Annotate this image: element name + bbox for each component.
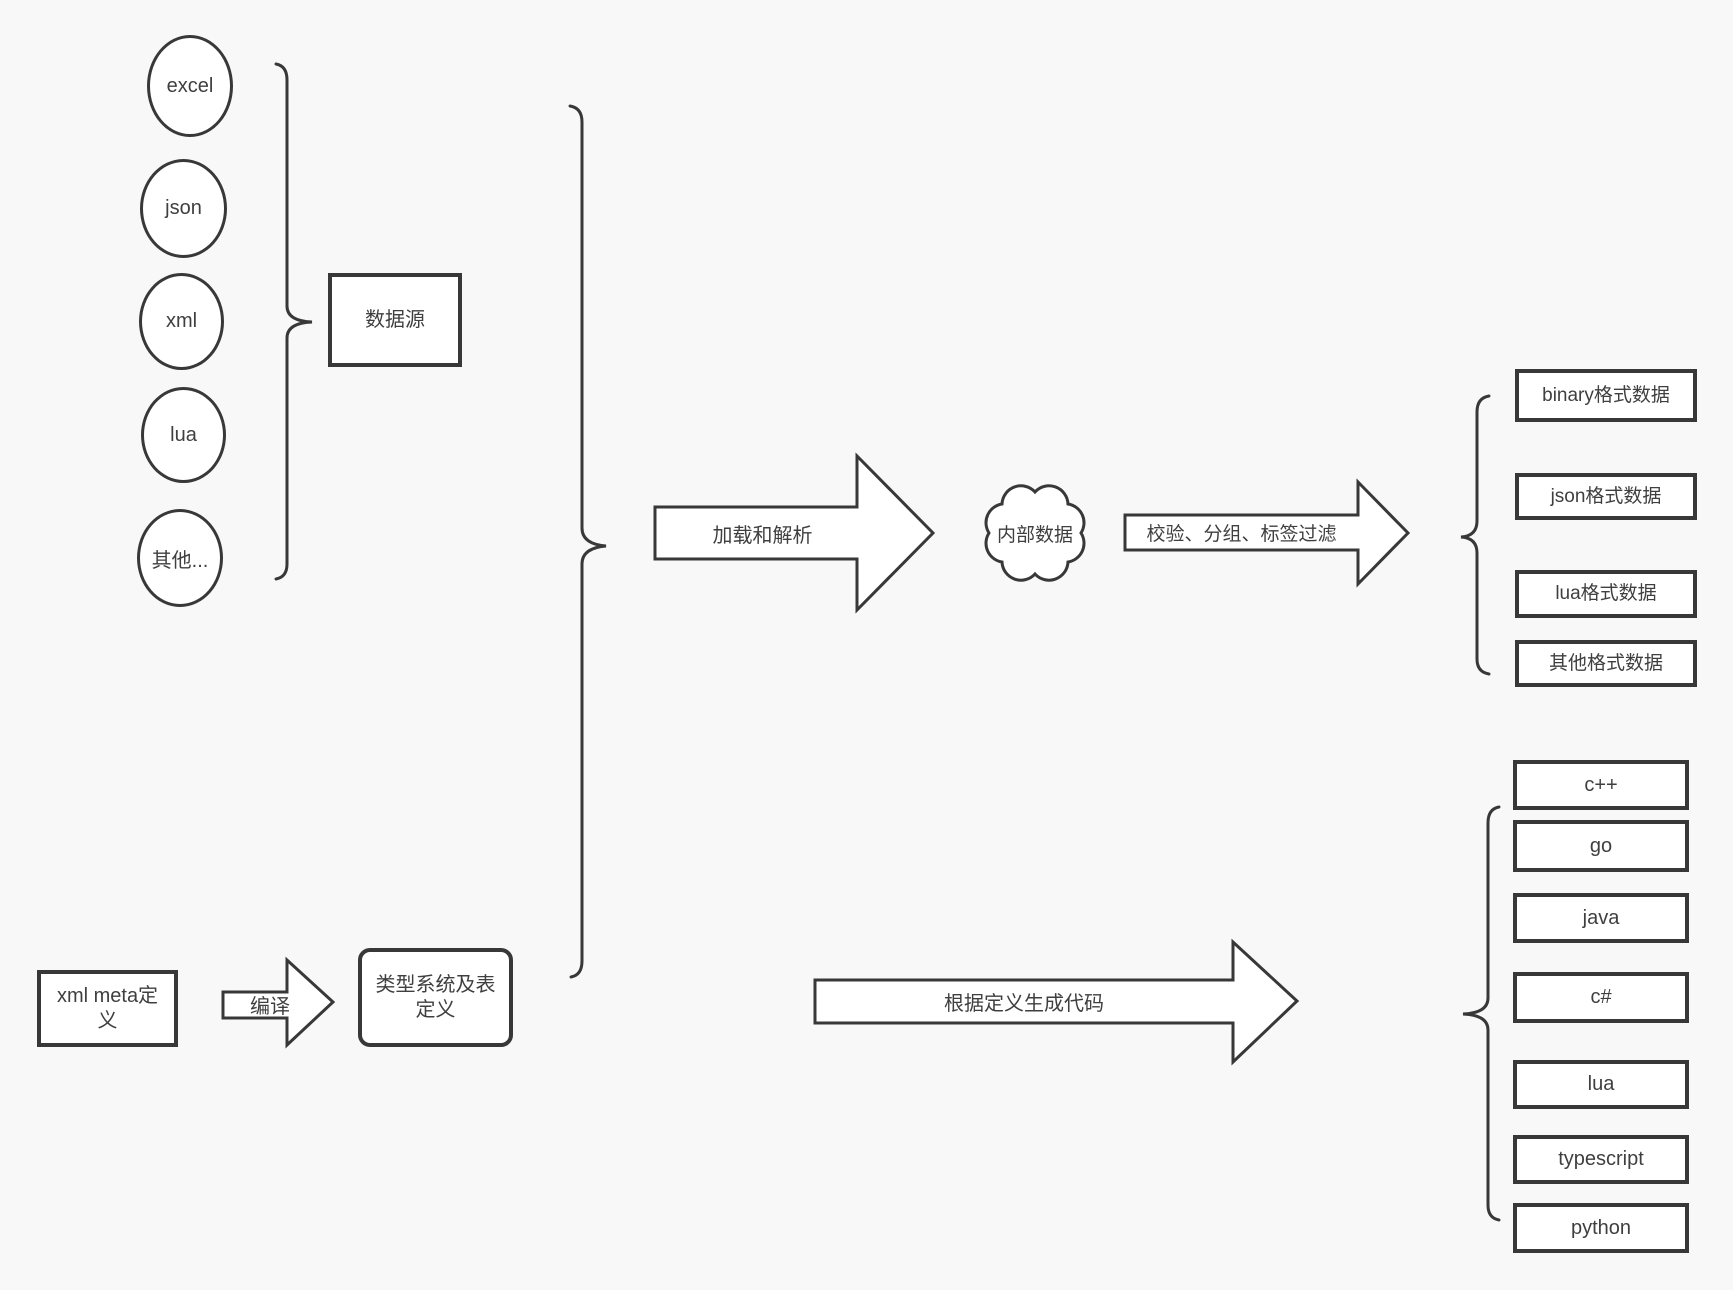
source-ellipse-json: json [140, 159, 227, 258]
source-ellipse-excel: excel [147, 35, 233, 137]
sources-brace [274, 62, 313, 581]
languages-brace [1462, 805, 1501, 1222]
codegen-arrow [813, 938, 1300, 1066]
filter-arrow [1123, 478, 1411, 588]
source-ellipse-xml: xml [139, 273, 224, 370]
lang-box-lua: lua [1513, 1060, 1689, 1109]
load-parse-arrow [653, 452, 936, 614]
xml-meta-box: xml meta定义 [37, 970, 178, 1047]
source-ellipse-other: 其他... [137, 509, 223, 607]
main-brace [568, 104, 607, 979]
compile-arrow [221, 956, 336, 1049]
lang-box-csharp: c# [1513, 972, 1689, 1023]
format-box-lua: lua格式数据 [1515, 570, 1697, 618]
lang-box-cpp: c++ [1513, 760, 1689, 810]
format-box-json: json格式数据 [1515, 473, 1697, 520]
format-box-binary: binary格式数据 [1515, 369, 1697, 422]
format-box-other: 其他格式数据 [1515, 640, 1697, 687]
lang-box-typescript: typescript [1513, 1135, 1689, 1184]
internal-data-cloud [984, 484, 1086, 582]
lang-box-python: python [1513, 1203, 1689, 1253]
source-ellipse-lua: lua [141, 387, 226, 483]
lang-box-java: java [1513, 893, 1689, 943]
type-system-box: 类型系统及表定义 [358, 948, 513, 1047]
lang-box-go: go [1513, 820, 1689, 872]
formats-brace [1460, 394, 1491, 676]
data-source-box: 数据源 [328, 273, 462, 367]
